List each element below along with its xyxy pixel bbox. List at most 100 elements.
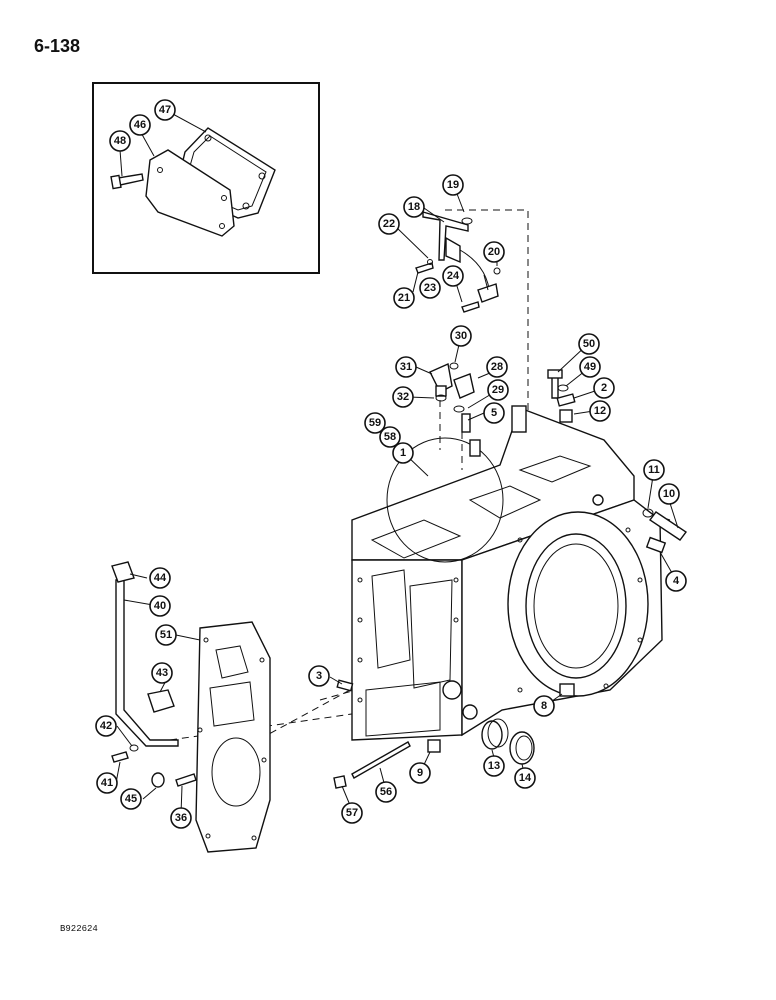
callout-21-label: 21 (398, 292, 410, 304)
callout-58: 58 (379, 426, 401, 448)
callout-47: 47 (154, 99, 176, 121)
callout-8: 8 (533, 695, 555, 717)
callout-1-label: 1 (400, 447, 406, 459)
clip-24-part (477, 283, 499, 303)
callout-31-label: 31 (400, 361, 412, 373)
callout-20: 20 (483, 241, 505, 263)
callout-40-label: 40 (154, 600, 166, 612)
bolt-23-part (461, 301, 480, 313)
elbow-44-part (111, 561, 135, 583)
callout-3-label: 3 (316, 670, 322, 682)
callout-8-label: 8 (541, 700, 547, 712)
washer-49-part (557, 384, 569, 392)
callout-2: 2 (593, 377, 615, 399)
callout-4: 4 (665, 570, 687, 592)
callout-45-label: 45 (125, 793, 137, 805)
callout-12: 12 (589, 400, 611, 422)
callout-23-label: 23 (424, 282, 436, 294)
callout-57: 57 (341, 802, 363, 824)
callout-59-label: 59 (369, 417, 381, 429)
oring-19-part (461, 217, 473, 225)
callout-56: 56 (375, 781, 397, 803)
callout-22: 22 (378, 213, 400, 235)
callout-48: 48 (109, 130, 131, 152)
callout-29-label: 29 (492, 384, 504, 396)
callout-48-label: 48 (114, 135, 126, 147)
callout-50-label: 50 (583, 338, 595, 350)
bolt-21-part (415, 262, 434, 274)
bolt-36-part (175, 773, 197, 787)
shaft-56-part (351, 741, 411, 779)
plug-8-part (559, 683, 575, 697)
transmission-housing-1-part (351, 405, 663, 741)
callout-12-label: 12 (594, 405, 606, 417)
callout-19: 19 (442, 174, 464, 196)
callout-44: 44 (149, 567, 171, 589)
mount-43-part (147, 689, 175, 713)
callout-45: 45 (120, 788, 142, 810)
callout-22-label: 22 (383, 218, 395, 230)
callout-58-label: 58 (384, 431, 396, 443)
callout-59: 59 (364, 412, 386, 434)
callout-44-label: 44 (154, 572, 167, 584)
callout-56-label: 56 (380, 786, 392, 798)
spacer-45-part (151, 772, 165, 788)
callout-21: 21 (393, 287, 415, 309)
callout-14-label: 14 (519, 772, 532, 784)
fitting-10-part (648, 511, 688, 541)
callout-43: 43 (151, 662, 173, 684)
seal-13-part (481, 718, 509, 750)
page-number: 6-138 (34, 36, 81, 56)
dowel-5-part (461, 413, 471, 433)
callout-19-label: 19 (447, 179, 459, 191)
elbow-31-part (429, 362, 453, 397)
callout-41: 41 (96, 772, 118, 794)
seal-14-part (509, 731, 535, 765)
callout-14: 14 (514, 767, 536, 789)
callout-13-label: 13 (488, 760, 500, 772)
callout-1: 1 (392, 442, 414, 464)
callout-46: 46 (129, 114, 151, 136)
callout-36: 36 (170, 807, 192, 829)
callout-10: 10 (658, 483, 680, 505)
callout-42-label: 42 (100, 720, 112, 732)
inset-box (92, 82, 320, 274)
cover-plate-46-part (145, 149, 235, 237)
callout-23: 23 (419, 277, 441, 299)
bolt-50-part (547, 369, 563, 399)
callout-2-label: 2 (601, 382, 607, 394)
callout-42: 42 (95, 715, 117, 737)
callout-57-label: 57 (346, 807, 358, 819)
callout-11: 11 (643, 459, 665, 481)
callout-3: 3 (308, 665, 330, 687)
callout-9: 9 (409, 762, 431, 784)
callout-11-label: 11 (648, 464, 660, 476)
cover-plate-51-part (195, 621, 271, 853)
callout-41-label: 41 (101, 777, 113, 789)
oring-11-part (642, 508, 654, 518)
callout-43-label: 43 (156, 667, 168, 679)
callout-4-label: 4 (673, 575, 680, 587)
bolt-41-part (111, 751, 129, 763)
oring-30-part (449, 362, 459, 370)
callout-28-label: 28 (491, 361, 503, 373)
callout-50: 50 (578, 333, 600, 355)
washer-20-part (493, 267, 501, 275)
callout-49: 49 (579, 356, 601, 378)
callout-31: 31 (395, 356, 417, 378)
callout-24-label: 24 (447, 270, 460, 282)
figure-code: B922624 (60, 924, 98, 934)
dowel-2-part (556, 393, 576, 407)
callout-13: 13 (483, 755, 505, 777)
oring-32-part (435, 394, 447, 402)
callout-5: 5 (483, 402, 505, 424)
bolt-48-part (110, 173, 144, 190)
pipe-40-part (115, 579, 179, 747)
callout-9-label: 9 (417, 767, 423, 779)
plug-12-part (559, 409, 573, 423)
callout-51: 51 (155, 624, 177, 646)
callout-49-label: 49 (584, 361, 596, 373)
plug-9-part (427, 739, 441, 753)
callout-18-label: 18 (408, 201, 420, 213)
